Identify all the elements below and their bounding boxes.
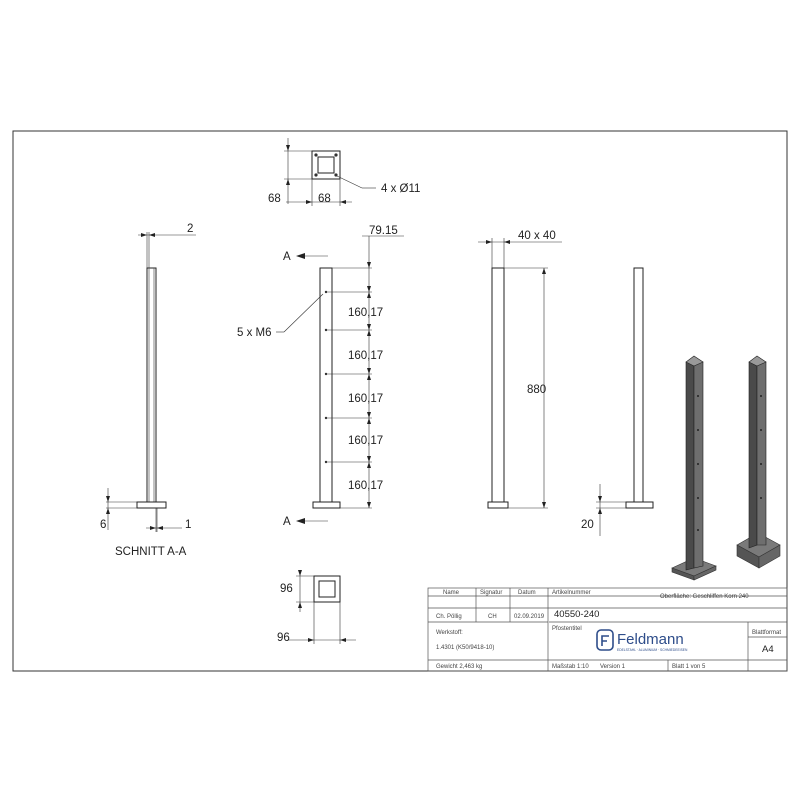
dim-bottom-width: 96: [277, 632, 290, 644]
tb-format-label: Blattformat: [752, 630, 781, 636]
front-view: [276, 235, 404, 524]
tb-date: 02.09.2019: [514, 614, 545, 620]
dim-spacing-5: 160,17: [348, 480, 383, 492]
isometric-post-right: [736, 355, 781, 569]
tb-brand: Feldmann: [617, 631, 684, 648]
drawing-frame: [12, 130, 788, 672]
dim-top-height: 68: [268, 193, 281, 205]
tb-title-label: Pfostentitel: [552, 626, 582, 632]
dim-gap: 1: [185, 519, 191, 531]
dim-top-width: 68: [318, 193, 331, 205]
tb-name: Ch. Pöllig: [436, 614, 462, 620]
dim-height: 880: [527, 384, 546, 396]
side-view: [478, 238, 562, 509]
dim-offset: 79.15: [369, 225, 398, 237]
dim-spacing-3: 160,17: [348, 393, 383, 405]
dim-bores: 5 x M6: [237, 327, 272, 339]
dim-spacing-1: 160,17: [348, 307, 383, 319]
tb-article: 40550-240: [554, 609, 599, 620]
dim-holes: 4 x Ø11: [381, 183, 420, 195]
isometric-post-left: [671, 355, 717, 581]
dim-wall: 2: [187, 223, 193, 235]
dim-bottom-height: 96: [280, 583, 293, 595]
tb-col-signature: Signatur: [480, 590, 502, 596]
section-mark-top: A: [283, 251, 291, 263]
dim-spacing-2: 160,17: [348, 350, 383, 362]
dim-profile: 40 x 40: [518, 230, 556, 242]
tb-article-label: Artikelnummer: [552, 590, 591, 596]
section-label: SCHNITT A-A: [115, 546, 187, 558]
tb-brand-sub: EDELSTAHL · ALUMINIUM · SCHMIEDEEISEN: [617, 648, 688, 652]
section-mark-bottom: A: [283, 516, 291, 528]
dim-plate-right: 20: [581, 519, 594, 531]
tb-sheet: Blatt 1 von 5: [672, 664, 706, 670]
tb-weight: Gewicht 2,463 kg: [436, 664, 482, 670]
right-view: [596, 267, 654, 536]
top-plate-view: [284, 138, 376, 206]
dim-plate-left: 6: [100, 519, 106, 531]
tb-surface: Oberfläche: Geschliffen Korn 240: [660, 594, 749, 600]
tb-scale: Maßstab 1:10: [552, 664, 589, 670]
tb-material-label: Werkstoff:: [436, 630, 463, 636]
bottom-plate-view: [288, 570, 356, 644]
tb-format: A4: [762, 644, 774, 655]
dim-spacing-4: 160,17: [348, 435, 383, 447]
tb-col-date: Datum: [518, 590, 536, 596]
tb-signature: CH: [488, 614, 497, 620]
tb-version: Version 1: [600, 664, 626, 670]
feldmann-logo-icon: [596, 629, 614, 651]
section-view: [106, 232, 196, 532]
tb-material: 1.4301 (K50/9418-10): [436, 645, 494, 651]
tb-col-name: Name: [443, 590, 460, 596]
title-block: [427, 587, 788, 672]
